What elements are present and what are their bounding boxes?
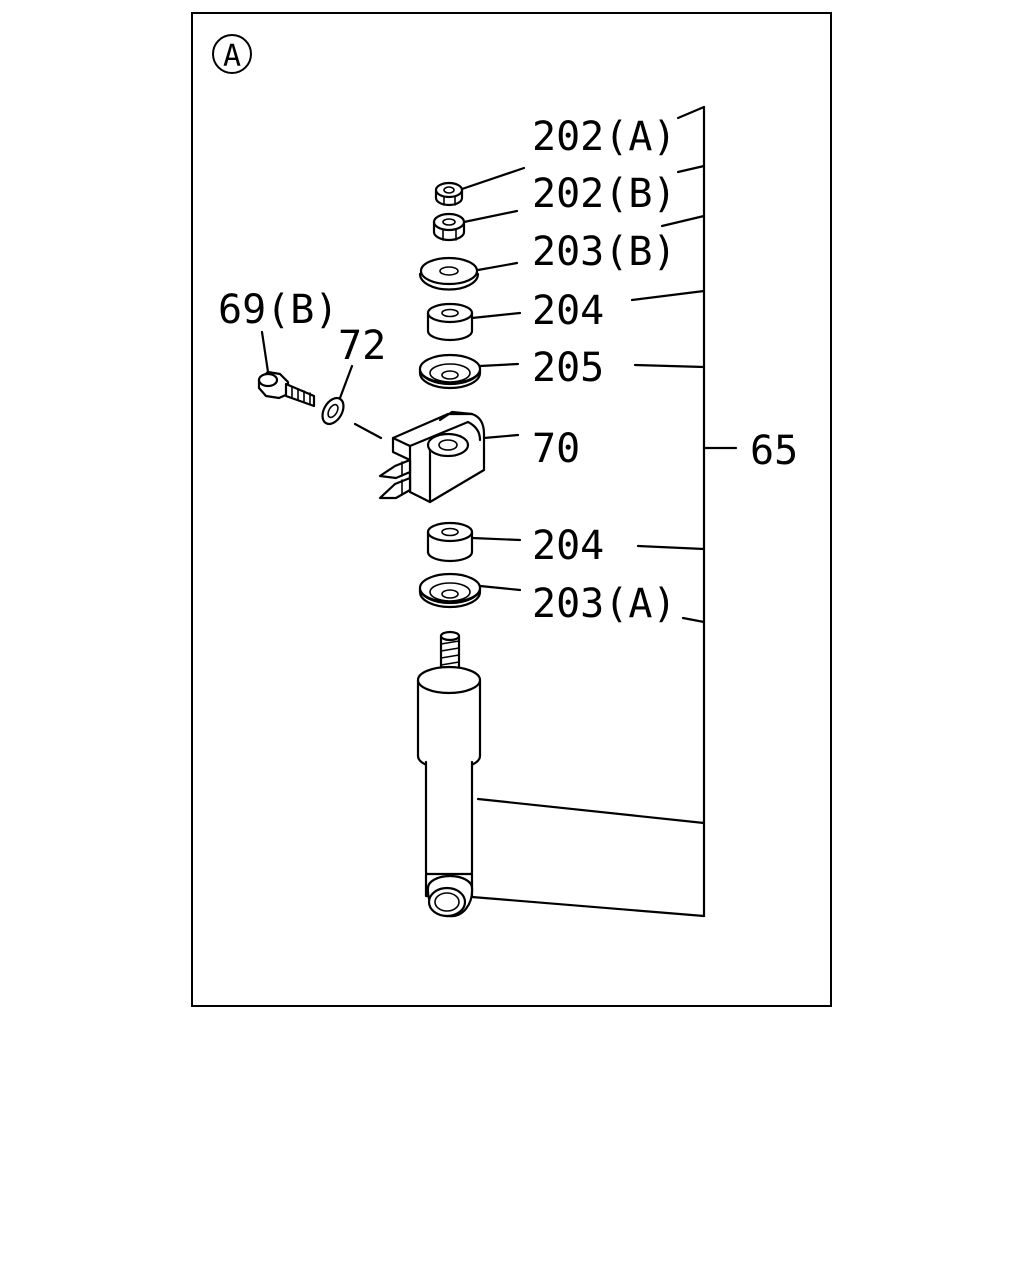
label-205: 205 bbox=[532, 345, 604, 391]
bolt-69b bbox=[257, 330, 316, 408]
label-202b: 202(B) bbox=[532, 171, 677, 217]
nut-202a bbox=[434, 166, 526, 207]
label-69b: 69(B) bbox=[218, 287, 338, 333]
washer-203a bbox=[418, 572, 522, 609]
label-203a: 203(A) bbox=[532, 581, 677, 627]
bushing-204-lower bbox=[426, 521, 522, 563]
diagram-frame bbox=[191, 12, 832, 1007]
label-202a: 202(A) bbox=[532, 114, 677, 160]
view-marker: A bbox=[212, 34, 252, 74]
bushing-204-upper bbox=[426, 302, 522, 342]
view-marker-letter: A bbox=[223, 39, 241, 74]
shock-absorber bbox=[416, 630, 482, 918]
washer-205 bbox=[418, 353, 520, 390]
bracket-70 bbox=[353, 410, 520, 504]
label-65: 65 bbox=[750, 428, 798, 474]
assembly-bracket-65 bbox=[470, 105, 738, 918]
label-70: 70 bbox=[532, 426, 580, 472]
washer-203b bbox=[418, 256, 519, 291]
label-204-upper: 204 bbox=[532, 288, 604, 334]
label-72: 72 bbox=[338, 323, 386, 369]
label-203b: 203(B) bbox=[532, 229, 677, 275]
washer-72 bbox=[321, 364, 354, 426]
label-204-lower: 204 bbox=[532, 523, 604, 569]
nut-202b bbox=[432, 209, 519, 242]
